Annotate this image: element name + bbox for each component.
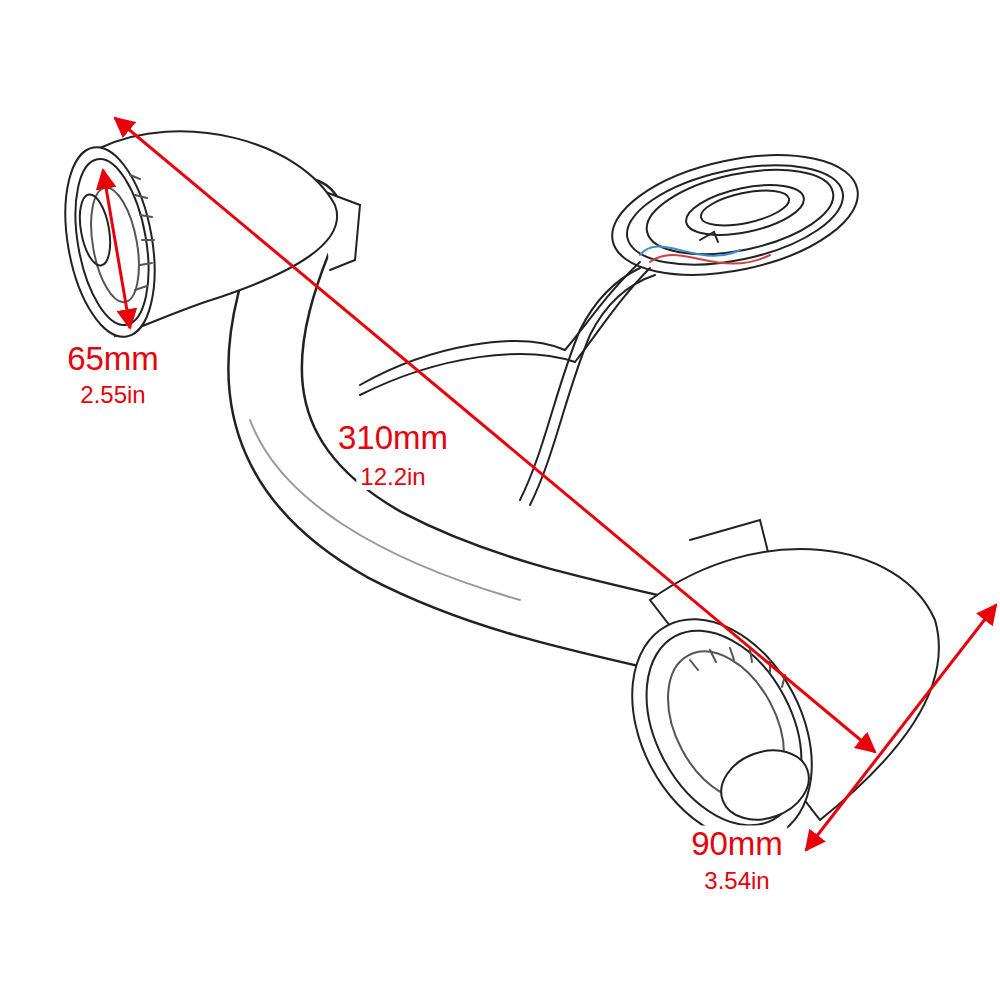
mounting-bar bbox=[250, 190, 770, 640]
wire-coil bbox=[601, 135, 868, 295]
dimension-metric: 65mm bbox=[63, 341, 163, 376]
dimension-arrows bbox=[103, 118, 996, 850]
dimension-imperial: 2.55in bbox=[76, 382, 149, 408]
dimension-metric: 90mm bbox=[687, 826, 787, 861]
right-turn-signal bbox=[596, 549, 939, 872]
left-turn-signal bbox=[52, 131, 337, 344]
dimension-imperial: 3.54in bbox=[700, 868, 773, 894]
dimension-imperial: 12.2in bbox=[356, 464, 429, 490]
dimension-metric: 310mm bbox=[334, 420, 452, 455]
